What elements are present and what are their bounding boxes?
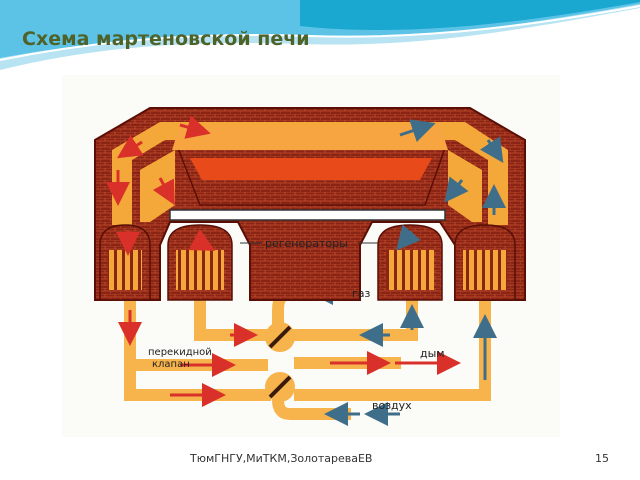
duct-flow-arrows [118, 281, 497, 426]
label-valve-line2: клапан [152, 359, 190, 370]
reversing-valve [265, 322, 295, 402]
label-regenerators: регенераторы [265, 237, 348, 250]
page-number: 15 [595, 452, 609, 465]
label-gas: газ [352, 287, 371, 300]
label-smoke: дым [420, 347, 445, 360]
furnace-diagram: регенераторы газ перекидной клапан дым в… [62, 75, 560, 437]
label-air: воздух [372, 399, 412, 412]
furnace-roof-interior [172, 125, 448, 150]
furnace-flow-arrows [106, 115, 506, 256]
slide-title: Схема мартеновской печи [22, 28, 310, 50]
regenerator-chambers [99, 224, 516, 301]
label-valve-line1: перекидной [148, 347, 212, 358]
hearth-plate [169, 209, 446, 221]
footer-author: ТюмГНГУ,МиТКМ,ЗолотареваЕВ [190, 452, 373, 465]
molten-metal [190, 158, 432, 180]
header-wave-decoration [0, 0, 640, 70]
